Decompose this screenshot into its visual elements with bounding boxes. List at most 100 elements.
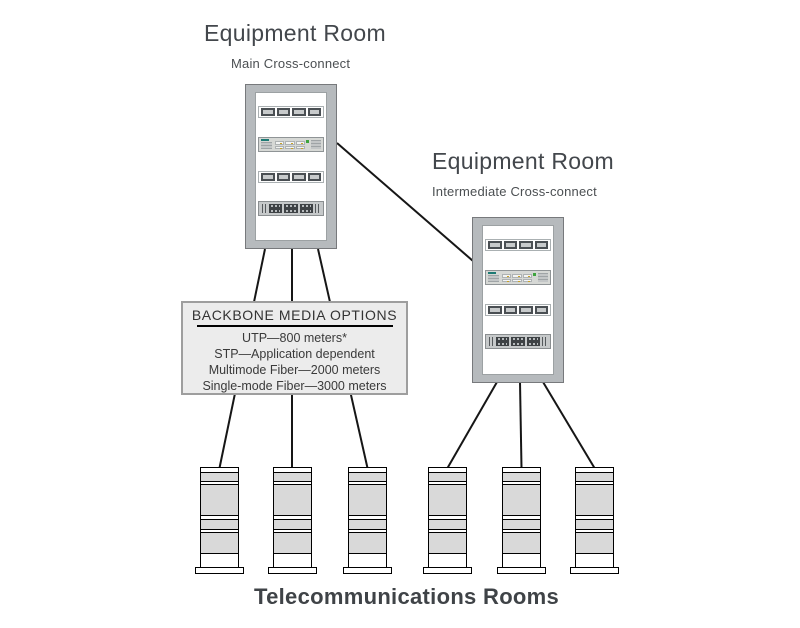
intermediate-cross-connect-rack xyxy=(472,217,564,383)
cabinet-band xyxy=(503,484,540,516)
telecom-room-cabinet-4 xyxy=(423,467,472,574)
rack-interior xyxy=(482,225,554,375)
patch-module xyxy=(534,306,548,314)
switch-unit xyxy=(258,201,324,216)
patch-module xyxy=(534,241,548,249)
patch-panel-unit xyxy=(485,239,551,251)
cabinet-band xyxy=(576,519,613,530)
cabinet-band xyxy=(576,472,613,482)
cabinet-band xyxy=(274,532,311,554)
cabinet-band xyxy=(576,532,613,554)
backbone-box-title: BACKBONE MEDIA OPTIONS xyxy=(191,307,398,323)
intermediate-cross-connect-subtitle: Intermediate Cross-connect xyxy=(432,184,597,199)
drive-bays xyxy=(502,274,532,282)
drive-bays xyxy=(275,141,305,149)
patch-panel-unit xyxy=(485,304,551,316)
cabinet-band xyxy=(349,532,386,554)
telecommunications-rooms-label: Telecommunications Rooms xyxy=(254,584,560,609)
patch-module xyxy=(292,108,306,116)
patch-module xyxy=(503,306,517,314)
telecom-room-cabinet-3 xyxy=(343,467,392,574)
main-equipment-room-title: Equipment Room xyxy=(204,20,386,46)
mount-bracket xyxy=(489,337,494,346)
cabinet-base xyxy=(423,567,472,574)
drive-bay xyxy=(512,278,522,282)
patch-module xyxy=(488,306,502,314)
backbone-box-rule xyxy=(197,325,393,327)
drive-bay xyxy=(522,278,532,282)
rack-interior xyxy=(255,92,327,241)
cabinet-band xyxy=(429,532,466,554)
brand-chip xyxy=(488,272,496,274)
telecom-room-cabinet-6 xyxy=(570,467,619,574)
drive-bay xyxy=(502,278,512,282)
cabinet-base xyxy=(343,567,392,574)
cabinet-band xyxy=(274,472,311,482)
wire-intermediate-to-room6 xyxy=(542,381,596,469)
switch-unit xyxy=(485,334,551,349)
patch-panel-unit xyxy=(258,106,324,118)
drive-bay xyxy=(502,274,512,278)
wire-intermediate-to-room4 xyxy=(446,381,498,469)
patch-module xyxy=(276,108,290,116)
drive-bay xyxy=(512,274,522,278)
drive-bay xyxy=(285,141,295,145)
patch-module xyxy=(488,241,502,249)
cabinet-base xyxy=(570,567,619,574)
cabinet-base xyxy=(497,567,546,574)
patch-module xyxy=(503,241,517,249)
backbone-option-multimode: Multimode Fiber—2000 meters xyxy=(208,363,381,377)
cabinet-band xyxy=(201,519,238,530)
cabinet-band xyxy=(201,532,238,554)
cabinet-base xyxy=(268,567,317,574)
drive-bay xyxy=(295,145,305,149)
main-cross-connect-subtitle: Main Cross-connect xyxy=(231,56,351,71)
patch-module xyxy=(261,173,275,181)
port-module xyxy=(269,204,283,213)
telecom-room-cabinet-5 xyxy=(497,467,546,574)
cabinet-band xyxy=(349,484,386,516)
drive-bay xyxy=(285,145,295,149)
cabinet-band xyxy=(503,532,540,554)
vent-grille xyxy=(311,140,321,149)
port-module xyxy=(299,204,313,213)
wire-intermediate-to-room5 xyxy=(519,381,523,469)
port-module xyxy=(526,337,540,346)
cabinet-base xyxy=(195,567,244,574)
cabinet-band xyxy=(274,484,311,516)
backbone-option-singlemode: Single-mode Fiber—3000 meters xyxy=(202,379,387,393)
cabinet-band xyxy=(503,519,540,530)
cabinet-band xyxy=(429,484,466,516)
cabinet-band xyxy=(349,472,386,482)
mount-bracket xyxy=(314,204,320,213)
intermediate-equipment-room-title: Equipment Room xyxy=(432,148,614,174)
patch-module xyxy=(307,173,321,181)
drive-bay xyxy=(522,274,532,278)
cabinet-band xyxy=(201,472,238,482)
port-module xyxy=(284,204,298,213)
cabinet-band xyxy=(576,484,613,516)
drive-bay xyxy=(275,145,285,149)
main-cross-connect-rack xyxy=(245,84,337,249)
port-module xyxy=(496,337,510,346)
patch-module xyxy=(276,173,290,181)
server-unit xyxy=(485,270,551,285)
patch-module xyxy=(519,241,533,249)
port-module xyxy=(511,337,525,346)
status-led xyxy=(533,273,536,276)
drive-bay xyxy=(295,141,305,145)
server-unit xyxy=(258,137,324,152)
cabinet-band xyxy=(274,519,311,530)
vent-grille xyxy=(261,142,272,149)
telecom-room-cabinet-1 xyxy=(195,467,244,574)
cabinet-band xyxy=(429,519,466,530)
backbone-option-utp: UTP—800 meters* xyxy=(242,331,347,345)
backbone-media-options-box: BACKBONE MEDIA OPTIONS UTP—800 meters* S… xyxy=(181,301,408,395)
patch-module xyxy=(307,108,321,116)
status-led xyxy=(306,140,309,143)
cabinet-band xyxy=(349,519,386,530)
cabinet-band xyxy=(503,472,540,482)
telecom-room-cabinet-2 xyxy=(268,467,317,574)
cabinet-band xyxy=(201,484,238,516)
